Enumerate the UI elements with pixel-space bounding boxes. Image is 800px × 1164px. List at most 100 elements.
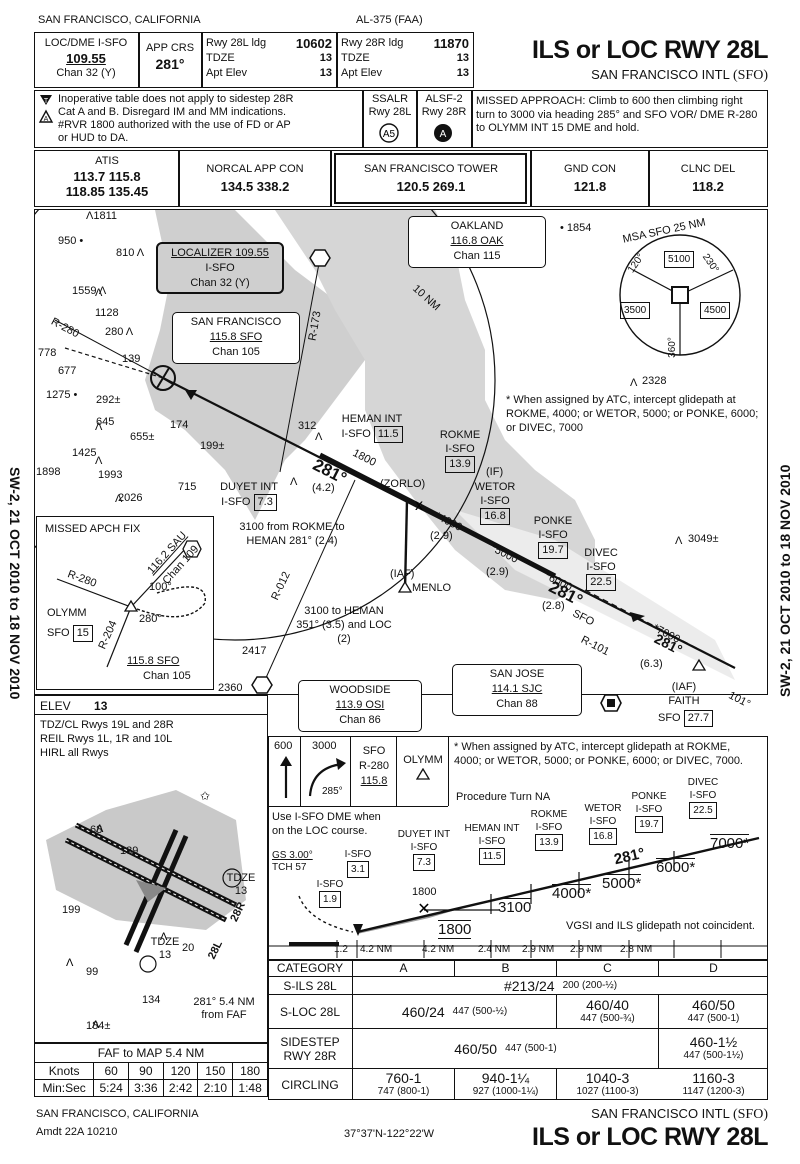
sfo-title: SAN FRANCISCO: [190, 316, 282, 328]
s-loc-c-sub: 447 (500-¾): [580, 1012, 635, 1024]
ad-elev-199: 199: [62, 904, 81, 916]
profile-distance: 4.2 NM: [422, 944, 455, 955]
dist-2-9-b: (2.9): [486, 566, 509, 578]
missed-fix-sfo: SFO: [47, 627, 70, 639]
menlo-label: MENLO: [412, 582, 452, 594]
footer-title: ILS or LOC RWY 28L: [532, 1123, 768, 1151]
note-line-2: Cat A and B. Disregard IM and MM indicat…: [58, 106, 287, 118]
sanjose-vor-icon: [600, 694, 622, 712]
menlo-iaf: (IAF): [390, 568, 415, 580]
profile-distance: 4.2 NM: [360, 944, 393, 955]
ponke-id: I-SFO: [538, 529, 568, 541]
elev-280: 280: [105, 326, 124, 338]
footer-amdt: Amdt 22A 10210: [36, 1126, 118, 1138]
elev-1128: 1128: [95, 307, 119, 319]
loc-channel: Chan 32 (Y): [56, 67, 116, 79]
notes-strip: [34, 90, 768, 148]
svg-text:Λ: Λ: [96, 823, 104, 835]
sidestep-rwy: RWY 28R: [283, 1048, 337, 1063]
circling-d: 1160-3: [692, 1069, 735, 1086]
note-line-1: Inoperative table does not apply to side…: [58, 93, 294, 105]
plan-atc-note: * When assigned by ATC, intercept glidep…: [506, 394, 759, 434]
svg-text:Λ: Λ: [290, 476, 298, 488]
ad-tdze: TDZE: [226, 872, 256, 884]
profile-distance: 2.8 NM: [620, 944, 653, 955]
ponke-label: PONKE: [533, 515, 573, 527]
ad-tdze-2-val: 13: [158, 949, 172, 961]
profile-use-dme: Use I-SFO DME when on the LOC course.: [272, 811, 381, 837]
tdze-28r: 13: [456, 52, 469, 64]
cat-b: B: [501, 961, 510, 975]
profile-heman-dme: 11.5: [478, 848, 506, 865]
airport-diagram-panel: [34, 695, 268, 1043]
profile-sfo: SFO: [362, 745, 386, 757]
profile-1800-top: 1800: [412, 886, 437, 898]
profile-note: * When assigned by ATC, intercept glidep…: [454, 741, 743, 767]
profile-isfo-19: I-SFO: [316, 879, 344, 890]
sidestep-label: SIDESTEP: [280, 1034, 340, 1049]
elev-1993: 1993: [98, 469, 123, 481]
ssalr-rwy: Rwy 28L: [368, 106, 412, 118]
ad-elev-184: 184±: [86, 1020, 111, 1032]
profile-divec-dme: 22.5: [689, 802, 717, 819]
profile-olymm: OLYMM: [403, 754, 443, 766]
divec-dme: 22.5: [586, 574, 616, 591]
svg-text:T: T: [44, 98, 49, 105]
circling-d-sub: 1147 (1200-3): [682, 1085, 745, 1097]
svg-text:✩: ✩: [200, 789, 210, 803]
sfo-freq: 115.8 SFO: [209, 331, 263, 343]
profile-r280: R-280: [359, 760, 389, 772]
profile-graphic: ✕: [269, 836, 767, 958]
circling-b-sub: 927 (1000-1¼): [472, 1085, 539, 1097]
profile-285: 285°: [322, 786, 343, 797]
s-ils-sub: 200 (200-½): [562, 979, 618, 991]
missed-fix-title: MISSED APCH FIX: [45, 523, 141, 535]
profile-vgsi: VGSI and ILS glidepath not coincident.: [566, 920, 755, 932]
dist-2-9-a: (2.9): [430, 530, 453, 542]
svg-text:Λ: Λ: [115, 493, 123, 505]
minimums-table: [268, 960, 768, 1100]
alsf-light-icon: A: [434, 124, 452, 142]
woodside-freq: 113.9 OSI: [335, 699, 385, 711]
duyet-label: DUYET INT: [220, 481, 278, 493]
elev-1425: 1425: [72, 447, 97, 459]
cat-d: D: [709, 961, 718, 975]
profile-duyet: DUYET INT: [397, 829, 451, 840]
elev-174: 174: [170, 419, 189, 431]
duyet-dme: 7.3: [253, 494, 277, 511]
if-label: (IF): [486, 466, 504, 478]
svg-text:x: x: [415, 497, 423, 514]
knots-value: 90: [127, 1062, 164, 1080]
sfo-vor-box: SAN FRANCISCO 115.8 SFO Chan 105: [172, 312, 300, 364]
apt-elev-label-2: Apt Elev: [341, 67, 382, 79]
dist-4-2: (4.2): [312, 482, 335, 494]
s-loc-c: 460/40: [586, 996, 629, 1013]
ad-line-2: REIL Rwys 1L, 1R and 10L: [40, 733, 173, 745]
msa-3500: 3500: [620, 302, 651, 319]
profile-600: 600: [274, 740, 293, 752]
faf-title: FAF to MAP 5.4 NM: [34, 1043, 268, 1062]
elev-2360: 2360: [218, 682, 243, 694]
sidestep-abc: 460/50: [454, 1040, 498, 1057]
elev-810: 810: [116, 247, 135, 259]
sanjose-chan: Chan 88: [496, 698, 538, 710]
oakland-chan: Chan 115: [453, 250, 501, 262]
msa-360: 360°: [666, 337, 678, 358]
apt-elev-label: Apt Elev: [206, 67, 247, 79]
circling-c: 1040-3: [585, 1069, 630, 1086]
svg-text:Λ: Λ: [95, 421, 103, 433]
circling-a-sub: 747 (800-1): [377, 1085, 430, 1097]
woodside-chan: Chan 86: [339, 714, 381, 726]
knots-value: 60: [93, 1062, 129, 1080]
notes-symbols: T A: [38, 95, 54, 123]
clnc-label: CLNC DEL: [680, 163, 736, 175]
profile-wetor-id: I-SFO: [589, 816, 617, 827]
missed-fix-100: 100°: [149, 581, 172, 593]
profile-ponke-dme: 19.7: [635, 816, 663, 833]
elev-2026: 2026: [118, 492, 143, 504]
footer-airport-code: (SFO): [732, 1107, 768, 1122]
atis-freq-1: 113.7 115.8: [73, 169, 141, 184]
divec-id: I-SFO: [586, 561, 616, 573]
alsf-label: ALSF-2: [425, 93, 463, 105]
